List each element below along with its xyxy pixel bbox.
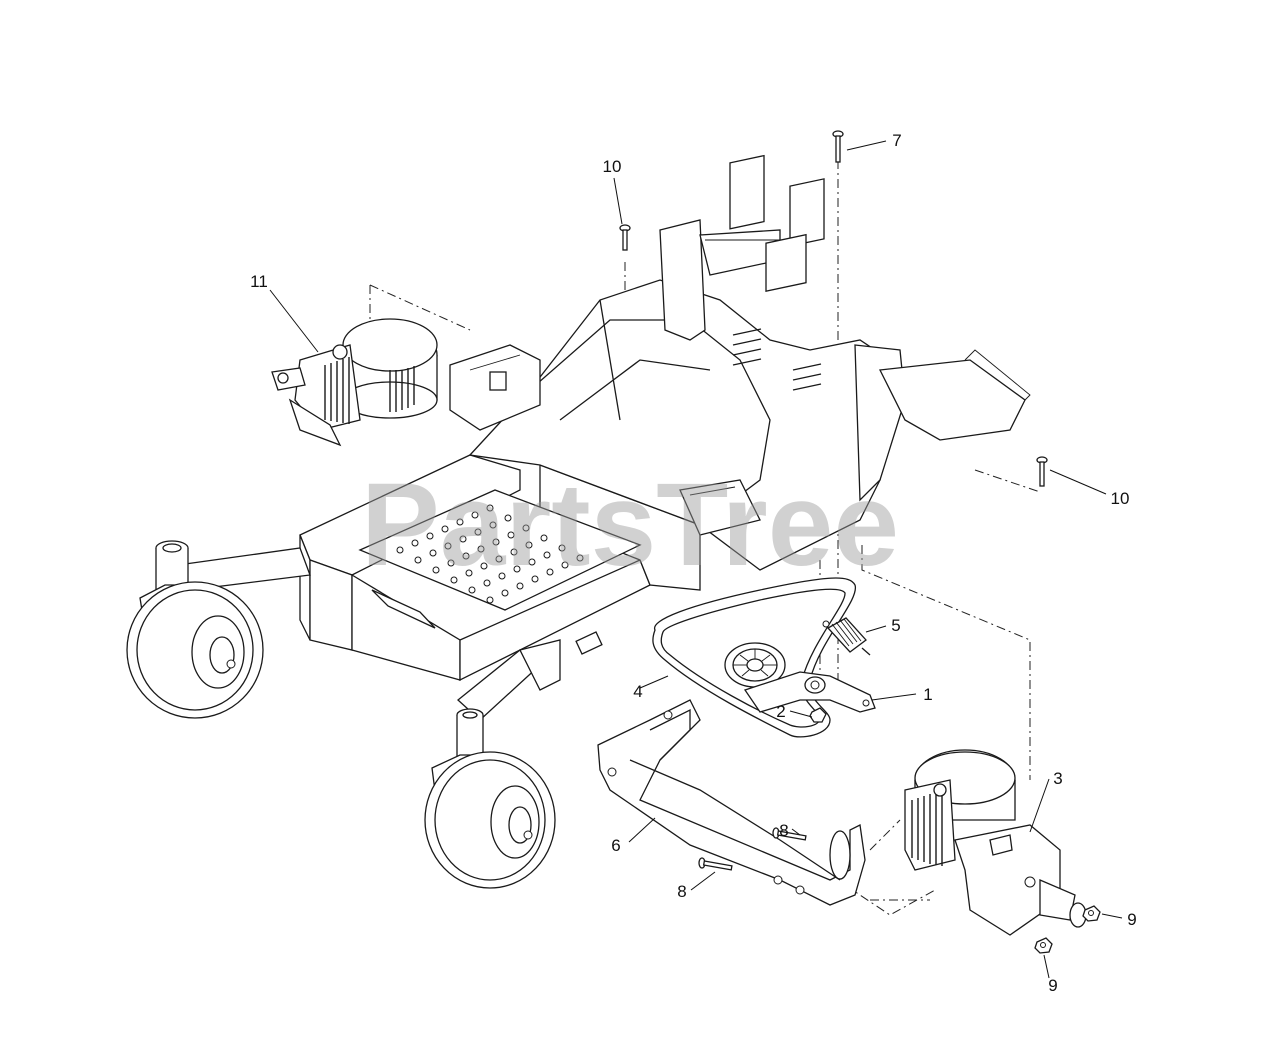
callout-10-right: 10 <box>1111 489 1130 508</box>
bolt-10-upper <box>619 224 631 251</box>
hydro-pump-left <box>271 318 438 447</box>
callout-9-right: 9 <box>1127 910 1136 929</box>
hydro-pump-right <box>904 749 1087 936</box>
pump-mount-bracket <box>597 699 866 906</box>
nut-9-right <box>1082 905 1101 922</box>
bolt-7 <box>832 130 844 163</box>
callout-1: 1 <box>923 685 932 704</box>
callout-9-lower: 9 <box>1048 976 1057 995</box>
callout-2: 2 <box>776 702 785 721</box>
callout-7: 7 <box>892 131 901 150</box>
callout-10-upper: 10 <box>603 157 622 176</box>
bolt-10-right <box>1036 456 1048 487</box>
partstree-watermark: PartsTree <box>361 459 899 591</box>
mower-frame <box>155 154 1031 761</box>
deck-holes <box>396 504 584 604</box>
callout-4: 4 <box>633 682 642 701</box>
callout-11: 11 <box>250 272 268 291</box>
callout-8-lower: 8 <box>677 882 686 901</box>
callout-labels: 11 10 7 10 5 1 2 4 3 6 8 8 9 9 <box>250 131 1137 995</box>
caster-wheel-right <box>424 751 556 889</box>
nut-9-lower <box>1034 937 1053 954</box>
bolt-8-lower <box>698 857 733 871</box>
caster-wheel-left <box>126 581 264 719</box>
callout-8-upper: 8 <box>779 821 788 840</box>
bolt-8-upper <box>772 827 807 841</box>
callout-5: 5 <box>891 616 900 635</box>
leader-lines <box>269 140 1123 979</box>
callout-3: 3 <box>1053 769 1062 788</box>
callout-6: 6 <box>611 836 620 855</box>
idler-assembly <box>724 617 876 723</box>
